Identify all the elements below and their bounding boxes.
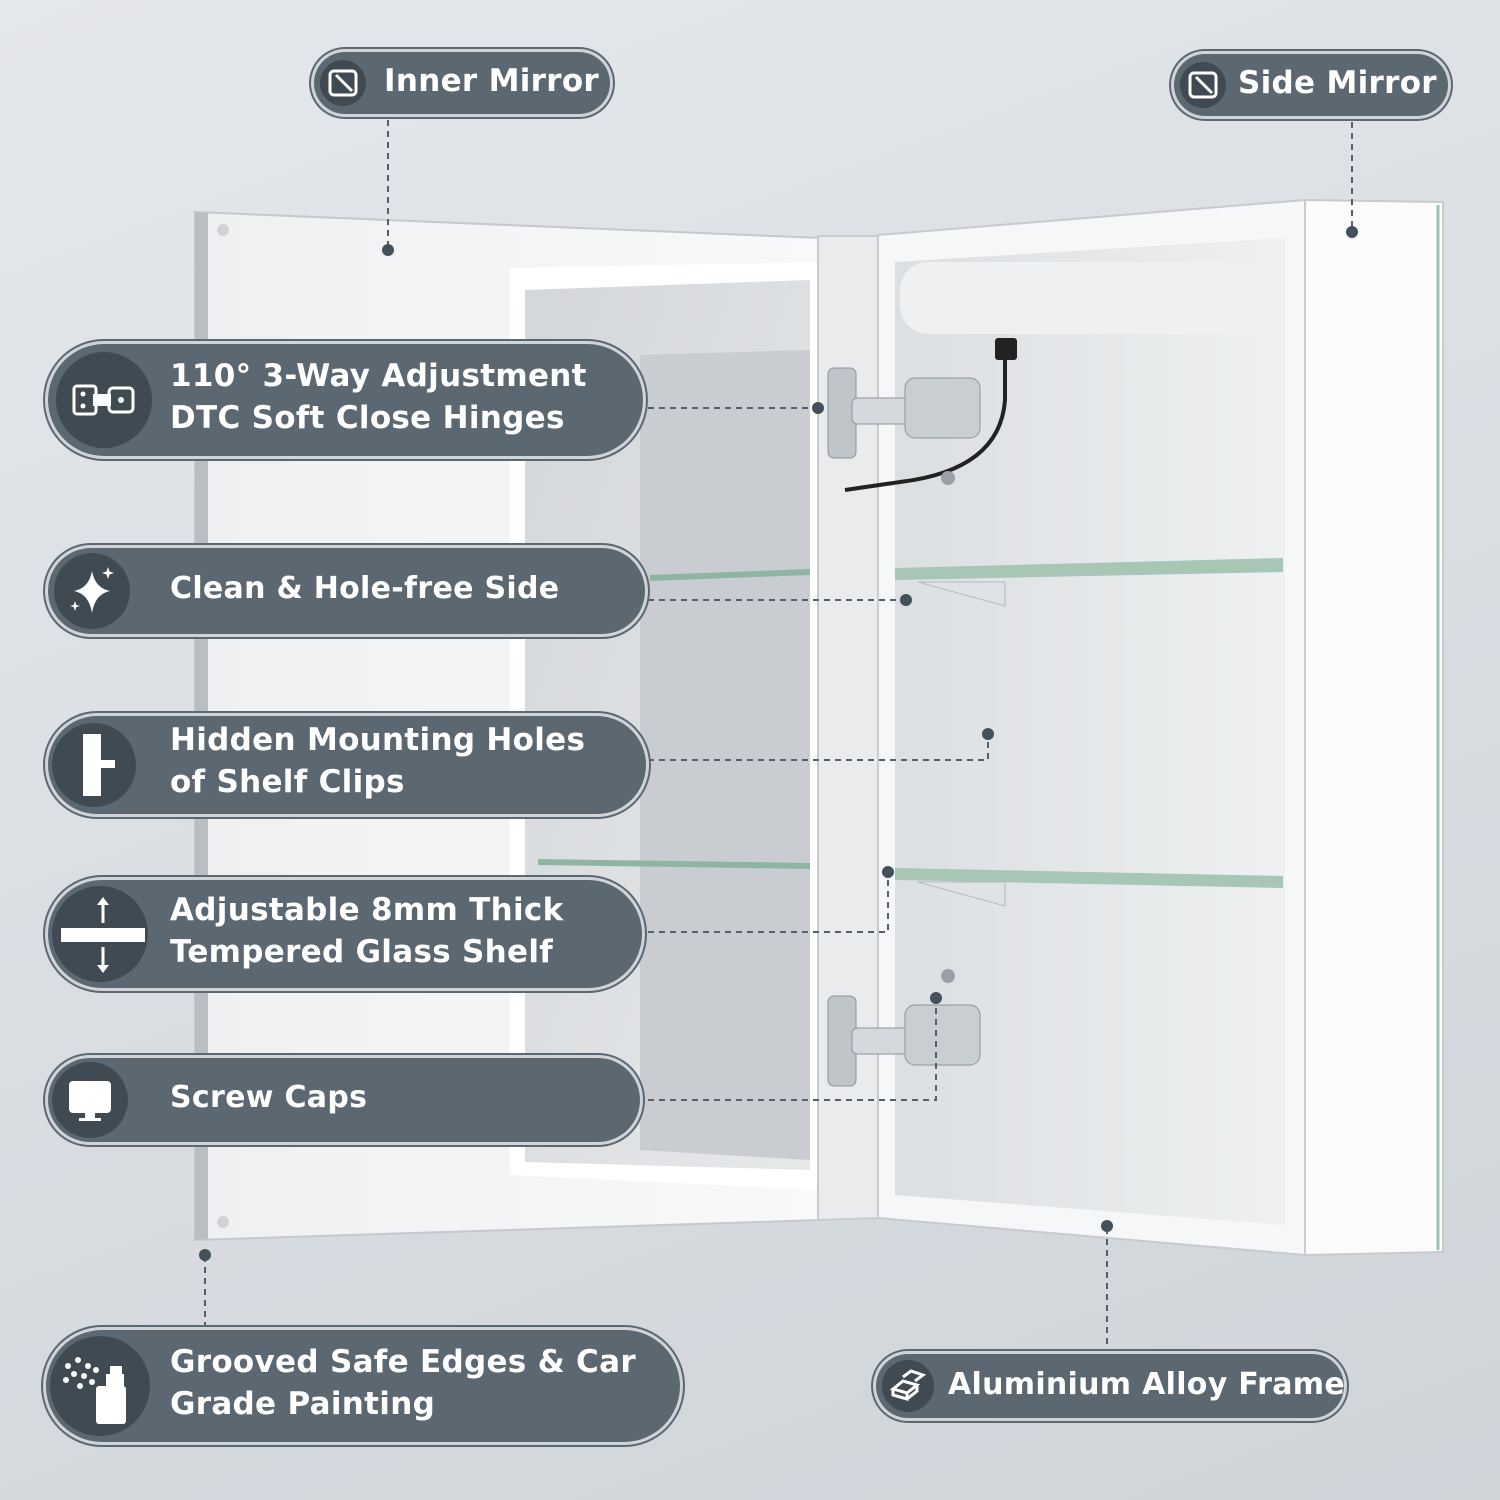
callout-dots: [199, 226, 1358, 1261]
feature-safe-edges: Grooved Safe Edges & Car Grade Painting: [46, 1330, 680, 1442]
mirror-icon: [1180, 62, 1226, 108]
feature-hinges: 110° 3-Way Adjustment DTC Soft Close Hin…: [48, 344, 643, 456]
callout-lines: [204, 120, 1353, 1350]
feature-mounting-holes: Hidden Mounting Holes of Shelf Clips: [48, 716, 646, 814]
screw-cap-icon: [52, 1062, 128, 1138]
shelf-clip-icon: [52, 723, 136, 807]
feature-mounting-holes-line1: Hidden Mounting Holes: [170, 722, 586, 758]
side-mirror-label: Side Mirror: [1174, 54, 1448, 116]
feature-mounting-holes-line2: of Shelf Clips: [170, 764, 405, 800]
hinge-icon: [56, 352, 152, 448]
feature-screw-caps-line1: Screw Caps: [170, 1080, 368, 1115]
feature-glass-shelf: Adjustable 8mm Thick Tempered Glass Shel…: [48, 880, 642, 988]
feature-screw-caps: Screw Caps: [48, 1058, 640, 1142]
sparkle-icon: [54, 553, 130, 629]
inner-mirror-label: Inner Mirror: [314, 52, 610, 114]
adjust-arrows-icon: [52, 886, 148, 982]
feature-safe-edges-line2: Grade Painting: [170, 1386, 436, 1422]
feature-glass-shelf-line2: Tempered Glass Shelf: [170, 934, 554, 970]
feature-clean-side: Clean & Hole-free Side: [48, 548, 645, 634]
feature-clean-side-line1: Clean & Hole-free Side: [170, 571, 560, 606]
cabinet-body: [827, 198, 1444, 1257]
feature-glass-shelf-line1: Adjustable 8mm Thick: [170, 892, 564, 928]
aluminium-frame-label: Aluminium Alloy Frame: [876, 1354, 1346, 1418]
spray-paint-icon: [50, 1336, 150, 1436]
mirror-icon: [320, 60, 366, 106]
feature-safe-edges-line1: Grooved Safe Edges & Car: [170, 1344, 636, 1380]
feature-hinges-line2: DTC Soft Close Hinges: [170, 400, 565, 436]
metal-bars-icon: [882, 1360, 934, 1412]
aluminium-frame-text: Aluminium Alloy Frame: [948, 1367, 1346, 1402]
side-mirror-text: Side Mirror: [1238, 65, 1437, 101]
inner-mirror-text: Inner Mirror: [384, 63, 600, 99]
feature-hinges-line1: 110° 3-Way Adjustment: [170, 358, 587, 394]
